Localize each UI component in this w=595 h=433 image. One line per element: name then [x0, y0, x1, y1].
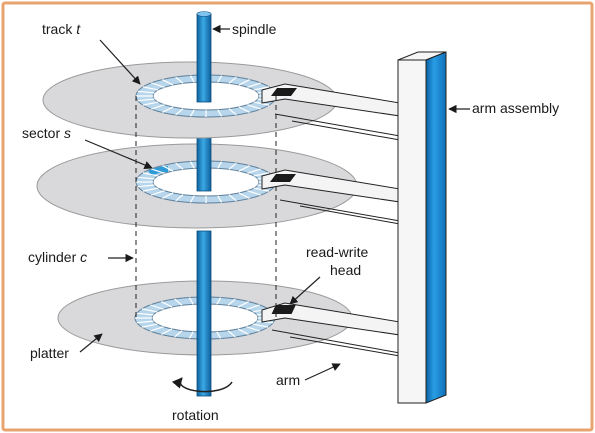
label-track: track t [42, 21, 81, 37]
sector-divider [247, 168, 261, 174]
sector-divider [238, 192, 250, 199]
sector-divider [161, 328, 173, 335]
spindle-top [196, 13, 212, 103]
sector-divider [137, 184, 155, 188]
sector-divider [137, 176, 155, 180]
sector-divider [237, 328, 249, 335]
sector-divider [238, 106, 250, 113]
sector-divider [189, 109, 195, 117]
sector-divider [253, 86, 270, 91]
platter-arrow [79, 333, 103, 353]
label-platter: platter [30, 345, 69, 361]
sector-divider [247, 104, 261, 110]
sector-divider [175, 108, 184, 116]
label-rotation: rotation [172, 407, 219, 423]
sector-divider [227, 330, 236, 338]
sector-divider [174, 298, 183, 306]
sector-divider [188, 331, 194, 339]
sector-divider [141, 308, 158, 313]
sector-divider [217, 161, 223, 169]
sector-divider [137, 90, 155, 94]
label-spindle: spindle [232, 21, 277, 37]
sector-divider [142, 101, 159, 106]
sector-divider [150, 304, 164, 310]
sector-divider [175, 162, 184, 170]
sector-divider [137, 98, 155, 102]
sector-divider [162, 192, 174, 199]
sector-divider [253, 101, 270, 106]
track-arrow [99, 39, 141, 85]
sector-divider [217, 109, 223, 117]
sector-divider [142, 86, 159, 91]
sector-divider [189, 75, 195, 83]
sector-divider [162, 165, 174, 172]
sector-divider [151, 104, 165, 110]
sector-divider [151, 168, 165, 174]
sector-divider [142, 172, 159, 177]
spindle-lower [196, 230, 212, 397]
label-sector: sector s [22, 125, 71, 141]
sector-divider [142, 187, 159, 192]
sector-divider [253, 187, 270, 192]
sector-divider [237, 301, 249, 308]
read-write-head-bottom [271, 305, 296, 314]
sector-divider [189, 195, 195, 203]
sector-divider [228, 162, 237, 170]
sector-divider [162, 106, 174, 113]
sector-divider [151, 190, 165, 196]
sector-divider [189, 161, 195, 169]
sector-divider [228, 108, 237, 116]
sector-arrow [84, 139, 153, 169]
sector-divider [136, 312, 154, 316]
sector-divider [150, 326, 164, 332]
sector-divider [246, 304, 260, 310]
label-read-write: read-write [306, 244, 368, 260]
sector-divider [188, 297, 194, 305]
label-cylinder: cylinder c [28, 249, 87, 265]
sector-divider [175, 194, 184, 202]
arm-bottom [261, 302, 401, 357]
read-write-arrow [289, 276, 321, 305]
sector-divider [151, 82, 165, 88]
read-write-head-top [271, 88, 297, 96]
sector-divider [162, 79, 174, 86]
sector-divider [238, 165, 250, 172]
arm-arrow [304, 363, 341, 381]
sector-divider [238, 79, 250, 86]
arm-assembly [397, 51, 447, 404]
sector-divider [228, 76, 237, 84]
sector-divider [216, 331, 222, 339]
sector-divider [253, 172, 270, 177]
sector-divider [227, 298, 236, 306]
label-arm-assembly: arm assembly [472, 100, 559, 116]
sector-divider [246, 326, 260, 332]
sector-divider [216, 297, 222, 305]
sector-divider [252, 323, 269, 328]
rotation-arrow [171, 377, 233, 393]
sector-divider [228, 194, 237, 202]
label-head: head [330, 262, 361, 278]
sector-divider [161, 301, 173, 308]
arm-top [261, 83, 401, 141]
cylinder-outline [135, 96, 277, 318]
sector-divider [217, 195, 223, 203]
sector-divider [217, 75, 223, 83]
sector-divider [175, 76, 184, 84]
sector-divider [247, 82, 261, 88]
sector-divider [141, 323, 158, 328]
sector-divider [136, 320, 154, 324]
label-arm: arm [276, 372, 300, 388]
sector-divider [174, 330, 183, 338]
sector-divider [247, 190, 261, 196]
